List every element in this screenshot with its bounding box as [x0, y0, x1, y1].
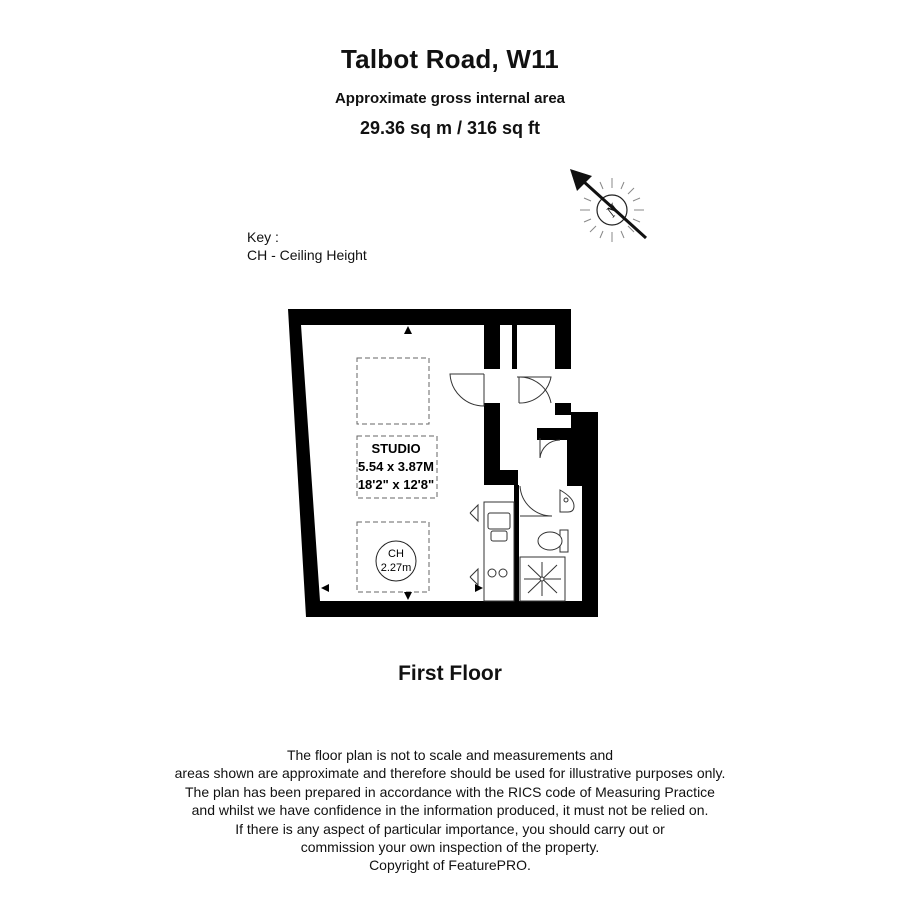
disclaimer: The floor plan is not to scale and measu…: [0, 746, 900, 875]
doors: [449, 373, 561, 517]
key-heading: Key :: [247, 229, 279, 245]
room-dim-metric: 5.54 x 3.87M: [358, 459, 434, 474]
disclaimer-line: The floor plan is not to scale and measu…: [286, 747, 614, 763]
floor-label: First Floor: [398, 662, 502, 685]
area-subtitle: Approximate gross internal area: [334, 90, 566, 107]
north-arrow-icon: N: [570, 169, 648, 242]
disclaimer-line: If there is any aspect of particular imp…: [235, 820, 665, 837]
ceiling-height-badge: [375, 540, 417, 582]
disclaimer-line: The plan has been prepared in accordance…: [185, 783, 715, 800]
disclaimer-line: and whilst we have confidence in the inf…: [191, 802, 709, 819]
ceiling-value: 2.27m: [381, 562, 412, 574]
room-dim-imperial: 18'2" x 12'8": [358, 477, 434, 492]
skylights: [356, 357, 438, 593]
measure-arrows: [321, 326, 483, 600]
kitchen: [469, 501, 515, 602]
key-legend: Key : CH - Ceiling Height: [247, 228, 367, 264]
disclaimer-line: Copyright of FeaturePRO.: [369, 857, 531, 874]
bathroom-fixtures: [519, 489, 575, 602]
page-title: Talbot Road, W11: [341, 44, 559, 74]
room-name: STUDIO: [371, 441, 420, 456]
ceiling-label: CH: [388, 548, 404, 560]
area-value: 29.36 sq m / 316 sq ft: [359, 118, 541, 138]
key-item: CH - Ceiling Height: [247, 247, 367, 263]
walls: [288, 309, 598, 617]
disclaimer-line: commission your own inspection of the pr…: [300, 839, 600, 856]
disclaimer-line: areas shown are approximate and therefor…: [174, 765, 726, 782]
